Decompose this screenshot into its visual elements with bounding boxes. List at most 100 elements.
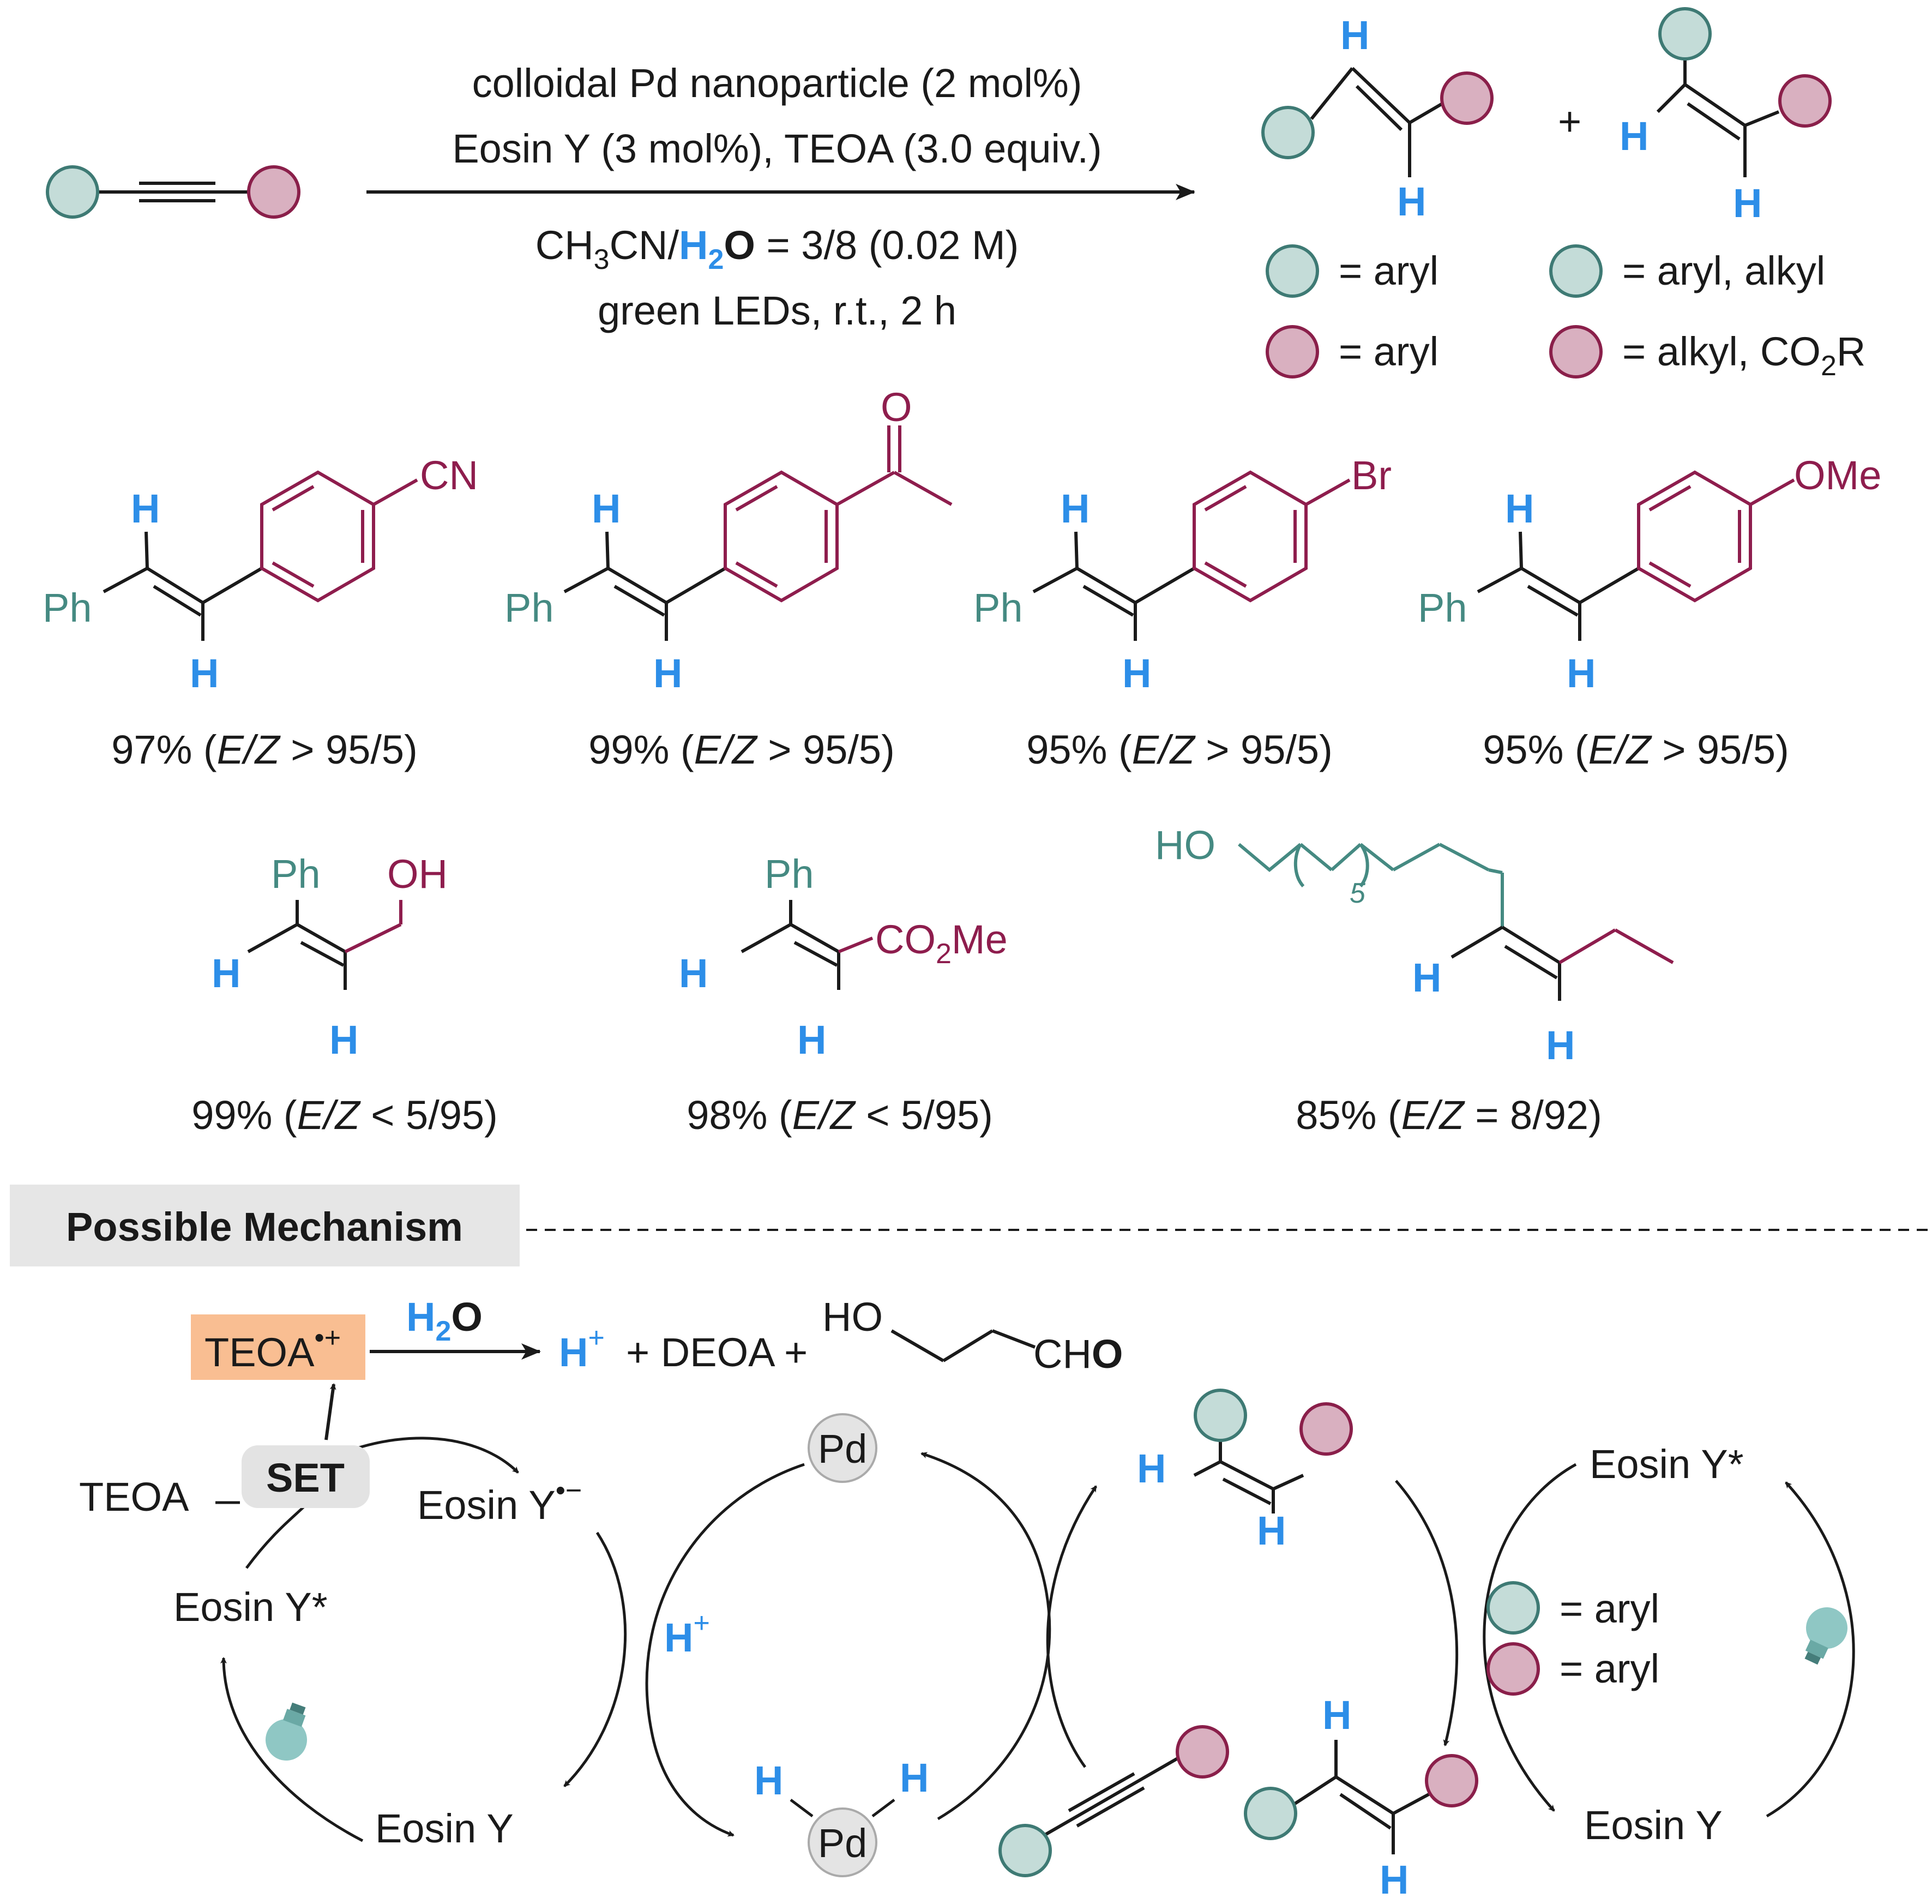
svg-text:5: 5 [1350,878,1366,909]
isomerization-arrow [1395,1480,1459,1746]
mechanism-alkyne [998,1725,1229,1877]
svg-text:H: H [131,486,160,531]
proton-product: H+ [559,1322,605,1375]
svg-text:H: H [1733,181,1762,226]
svg-text:Br: Br [1351,453,1392,498]
svg-text:H: H [212,951,240,996]
eosin-ground-right: Eosin Y [1584,1803,1723,1848]
svg-text:H: H [653,651,682,696]
svg-text:H: H [754,1758,783,1803]
svg-text:HO: HO [822,1294,883,1340]
deoa-product: + DEOA + [626,1330,808,1375]
svg-text:H: H [900,1755,929,1800]
mechanism-header: Possible Mechanism [10,1185,1928,1266]
svg-text:H: H [1567,651,1596,696]
mechanism-e-alkene: H H [1244,1692,1478,1902]
svg-text:Ph: Ph [973,585,1023,630]
light-bulb-icon [266,1702,307,1761]
svg-text:Ph: Ph [1418,585,1467,630]
proton-in-cycle: H+ [664,1607,710,1660]
product-2-acetyl-stilbene: Ph H H O [504,385,953,696]
maroon-circle [1440,71,1494,125]
svg-text:Ph: Ph [765,851,814,897]
product-5-z-allyl-alcohol: Ph OH H H [212,851,448,1062]
svg-text:H: H [797,1017,826,1062]
eosin-excited-right: Eosin Y* [1590,1441,1744,1487]
condition-catalyst: colloidal Pd nanoparticle (2 mol%) [472,61,1082,106]
svg-text:CN: CN [420,453,478,498]
svg-text:CHO: CHO [1033,1331,1123,1377]
water-label: H2O [406,1294,483,1347]
product-4-methoxy-stilbene: Ph H H OMe [1418,453,1881,696]
svg-text:H: H [1122,651,1151,696]
set-box [242,1445,370,1508]
condition-photocatalyst: Eosin Y (3 mol%), TEOA (3.0 equiv.) [452,126,1102,171]
svg-text:Pd: Pd [818,1426,868,1471]
alkyne-substrate [46,165,300,219]
eosin-cycle-left: TEOA SET Eosin Y•− Eosin Y* Eosin Y [79,1383,627,1851]
svg-text:H: H [679,951,708,996]
plus-sign: + [1558,99,1581,144]
product-1-cn-stilbene: Ph H H CN [43,453,478,696]
svg-text:Ph: Ph [43,585,92,630]
svg-text:Ph: Ph [504,585,554,630]
hydrogenation-arrow [1046,1485,1098,1768]
pd-nanoparticle [808,1413,877,1483]
condition-solvent: CH3CN/H2O = 3/8 (0.02 M) [535,223,1019,275]
pd-hydride [808,1807,877,1877]
product-e-alkene: H H [1261,13,1494,224]
svg-text:H: H [1412,955,1441,1000]
svg-text:H: H [1546,1023,1575,1068]
product-7-z-alkenol: HO 5 H H [1155,822,1674,1068]
svg-text:= aryl: = aryl [1339,329,1439,374]
svg-text:H: H [1340,13,1369,58]
maroon-circle [247,165,300,219]
svg-text:Pd: Pd [818,1821,868,1866]
svg-text:= aryl: = aryl [1339,248,1439,293]
svg-text:H: H [190,651,219,696]
svg-text:H: H [1061,486,1090,531]
svg-text:H: H [1505,486,1534,531]
pd-cycle: Pd Pd H H H+ [645,1413,1051,1877]
yield-5: 99% (E/Z < 5/95) [191,1092,497,1138]
yield-4: 95% (E/Z > 95/5) [1483,727,1789,772]
yield-1: 97% (E/Z > 95/5) [111,727,417,772]
svg-text:= aryl: = aryl [1560,1586,1659,1631]
yield-3: 95% (E/Z > 95/5) [1026,727,1332,772]
svg-text:O: O [881,385,912,430]
svg-text:HO: HO [1155,822,1215,868]
svg-text:Ph: Ph [271,851,321,897]
svg-text:H: H [1380,1857,1409,1901]
product-z-alkene: H H [1620,7,1832,226]
maroon-circle [1778,74,1832,128]
teoa-label: TEOA [79,1474,189,1519]
svg-text:H: H [1257,1508,1286,1553]
teal-circle [46,165,99,219]
mechanism-z-alkene: H H [1137,1389,1353,1553]
svg-text:H: H [1397,179,1426,224]
eosin-radical-anion: Eosin Y•− [417,1475,582,1528]
teoa-radical-box [191,1314,365,1380]
condition-light: green LEDs, r.t., 2 h [598,288,956,333]
product-6-z-cinnamate: Ph CO2Me H H [679,851,1008,1062]
svg-text:H: H [1137,1446,1166,1491]
light-bulb-icon [1804,1607,1847,1665]
set-label: SET [266,1455,345,1500]
svg-text:= aryl, alkyl: = aryl, alkyl [1622,248,1825,293]
teoa-radical-label: TEOA•+ [204,1322,341,1375]
svg-text:H: H [329,1017,358,1062]
svg-text:H: H [1620,113,1648,159]
svg-text:H: H [1322,1692,1351,1738]
svg-text:OH: OH [387,851,448,897]
reaction-conditions: colloidal Pd nanoparticle (2 mol%) Eosin… [452,61,1102,333]
yield-7: 85% (E/Z = 8/92) [1296,1092,1602,1138]
svg-text:= alkyl, CO2R: = alkyl, CO2R [1622,329,1865,382]
teal-circle [1658,7,1712,61]
yield-6: 98% (E/Z < 5/95) [687,1092,992,1138]
svg-text:CO2Me: CO2Me [875,917,1008,970]
svg-text:Possible Mechanism: Possible Mechanism [66,1204,463,1250]
eosin-excited-left: Eosin Y* [173,1584,328,1630]
svg-text:OMe: OMe [1794,453,1881,498]
